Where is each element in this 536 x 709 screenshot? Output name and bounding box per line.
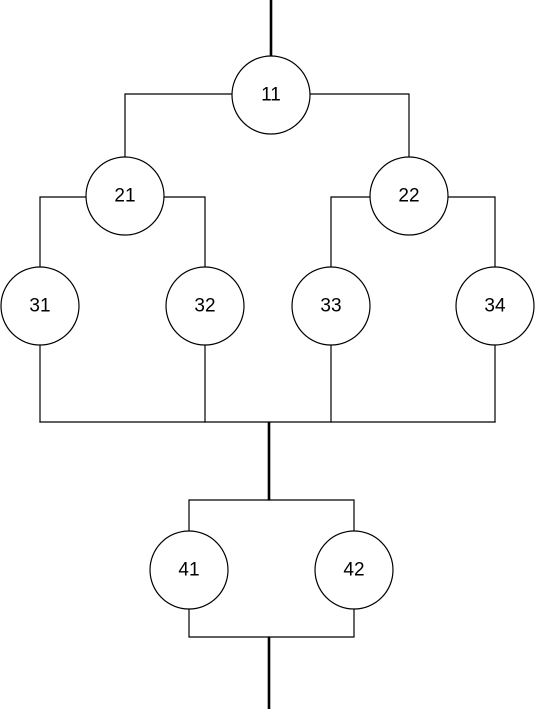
wire-11-22 bbox=[309, 93, 410, 158]
wire-split-42 bbox=[268, 499, 355, 532]
node-42-label: 42 bbox=[343, 560, 364, 581]
node-41: 41 bbox=[149, 530, 229, 610]
node-22: 22 bbox=[369, 156, 449, 236]
node-31-label: 31 bbox=[29, 296, 50, 317]
wire-22-34 bbox=[447, 196, 496, 268]
node-11: 11 bbox=[231, 55, 311, 135]
node-32-label: 32 bbox=[194, 296, 215, 317]
node-34: 34 bbox=[455, 266, 535, 346]
wire-22-33 bbox=[330, 196, 371, 268]
node-31: 31 bbox=[0, 266, 80, 346]
node-41-label: 41 bbox=[178, 560, 199, 581]
node-42: 42 bbox=[314, 530, 394, 610]
wire-21-31 bbox=[39, 196, 87, 268]
node-21: 21 bbox=[85, 156, 165, 236]
node-32: 32 bbox=[165, 266, 245, 346]
node-33: 33 bbox=[291, 266, 371, 346]
node-11-label: 11 bbox=[261, 85, 281, 106]
wire-41-merge bbox=[188, 608, 270, 638]
node-21-label: 21 bbox=[114, 186, 135, 207]
wire-split-41 bbox=[188, 499, 270, 532]
node-34-label: 34 bbox=[484, 296, 506, 317]
node-33-label: 33 bbox=[320, 296, 341, 317]
wire-42-merge bbox=[268, 608, 355, 638]
wire-21-32 bbox=[163, 196, 206, 268]
node-22-label: 22 bbox=[398, 186, 419, 207]
wire-11-21 bbox=[124, 93, 233, 158]
